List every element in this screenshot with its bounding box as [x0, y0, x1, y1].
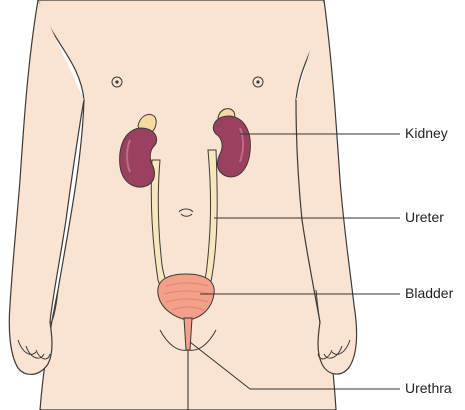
ureter-label: Ureter	[405, 209, 444, 225]
kidney-label: Kidney	[405, 125, 448, 141]
left-nipple-center	[115, 80, 118, 83]
right-nipple-center	[256, 80, 259, 83]
urethra	[184, 318, 192, 350]
bladder-label: Bladder	[405, 285, 453, 301]
urethra-label: Urethra	[405, 380, 452, 396]
